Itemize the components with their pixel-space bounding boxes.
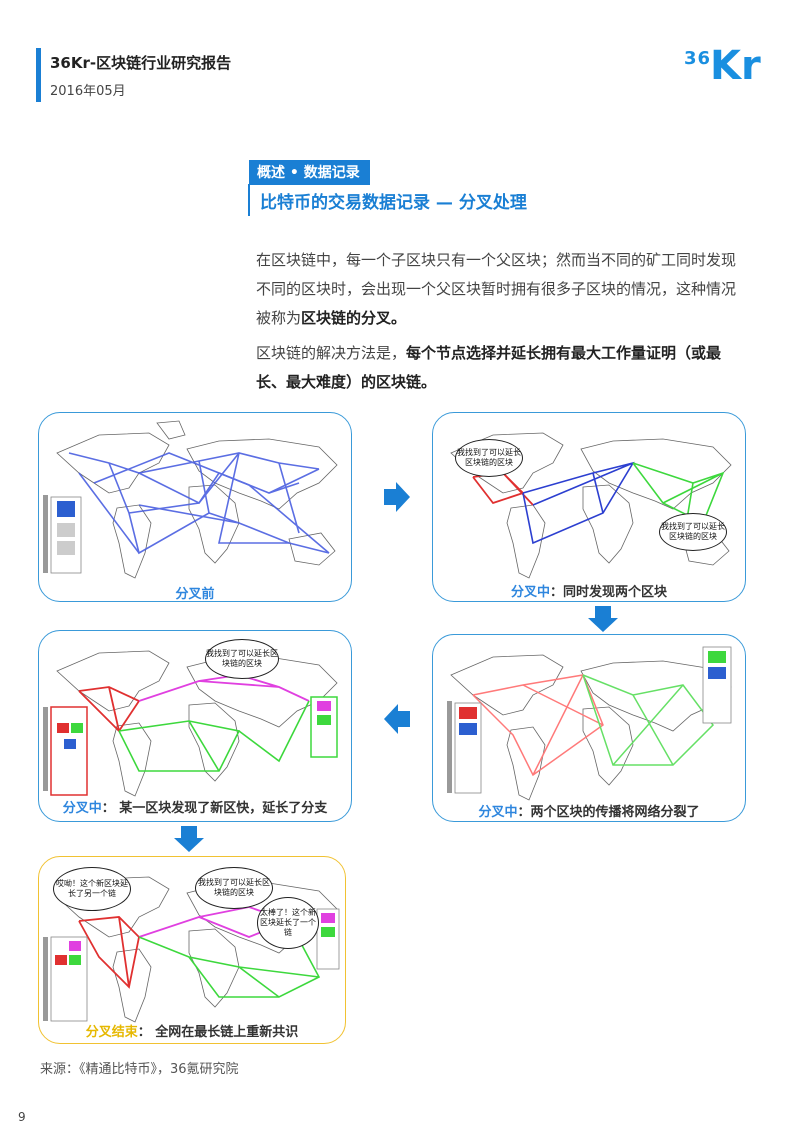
speech-bubble-miner-c: 我找到了可以延长区块链的区块 [205, 639, 279, 679]
speech-bubble-miner-a: 我找到了可以延长区块链的区块 [455, 439, 523, 477]
panel-before-fork: 分叉前 [38, 412, 352, 602]
section-title: 比特币的交易数据记录 — 分叉处理 [260, 193, 527, 213]
speech-bubble-miner-b: 我找到了可以延长区块链的区块 [659, 513, 727, 551]
panel-two-blocks-found: 我找到了可以延长区块链的区块 我找到了可以延长区块链的区块 分叉中：同时发现两个… [432, 412, 746, 602]
arrow-down-icon [588, 606, 618, 632]
header-accent-bar [36, 48, 41, 102]
caption-before-fork: 分叉前 [175, 587, 215, 602]
caption-two-blocks-found: 分叉中：同时发现两个区块 [510, 585, 668, 600]
logo-text: Kr [710, 43, 761, 89]
arrow-right-icon [384, 482, 410, 512]
paragraph-fork-solution: 区块链的解决方法是，每个节点选择并延长拥有最大工作量证明（或最长、最大难度）的区… [256, 339, 746, 397]
world-map-red-magenta-green [43, 650, 338, 797]
world-map-blue [43, 420, 338, 579]
report-date: 2016年05月 [50, 84, 126, 99]
arrow-down-icon [174, 826, 204, 852]
speech-bubble-great: 太棒了！这个新区块延长了一个链 [257, 897, 319, 949]
caption-branch-extended: 分叉中： 某一区块发现了新区快，延长了分支 [62, 801, 328, 816]
caption-fork-resolved: 分叉结束： 全网在最长链上重新共识 [85, 1025, 299, 1040]
para1-text: 在区块链中，每一个子区块只有一个父区块；然而当不同的矿工同时发现不同的区块时，会… [256, 251, 737, 327]
para1-bold: 区块链的分叉。 [301, 309, 407, 327]
para2-text: 区块链的解决方法是， [256, 344, 407, 362]
world-map-red-green [447, 646, 732, 801]
report-title: 36Kr-区块链行业研究报告 [50, 54, 232, 72]
panel-network-split: 分叉中：两个区块的传播将网络分裂了 [432, 634, 746, 822]
caption-network-split: 分叉中：两个区块的传播将网络分裂了 [478, 805, 700, 820]
panel-fork-resolved: 哎呦！这个新区块延长了另一个链 我找到了可以延长区块链的区块 太棒了！这个新区块… [38, 856, 346, 1044]
speech-bubble-oops: 哎呦！这个新区块延长了另一个链 [53, 867, 131, 911]
arrow-left-icon [384, 704, 410, 734]
speech-bubble-found: 我找到了可以延长区块链的区块 [195, 867, 273, 909]
logo-number: 36 [684, 48, 712, 69]
para2-bold: 每个节点选择并延长拥有最大工作量证明（或最长、最大难度）的区块链。 [256, 344, 722, 391]
source-note: 来源：《精通比特币》，36氪研究院 [40, 1062, 239, 1077]
panel-branch-extended: 我找到了可以延长区块链的区块 分叉中： 某一区块发现了新区快，延长了分支 [38, 630, 352, 822]
section-line [248, 184, 250, 216]
paragraph-fork-intro: 在区块链中，每一个子区块只有一个父区块；然而当不同的矿工同时发现不同的区块时，会… [256, 246, 746, 333]
page-number: 9 [18, 1110, 26, 1124]
section-tag: 概述 • 数据记录 [249, 160, 370, 185]
